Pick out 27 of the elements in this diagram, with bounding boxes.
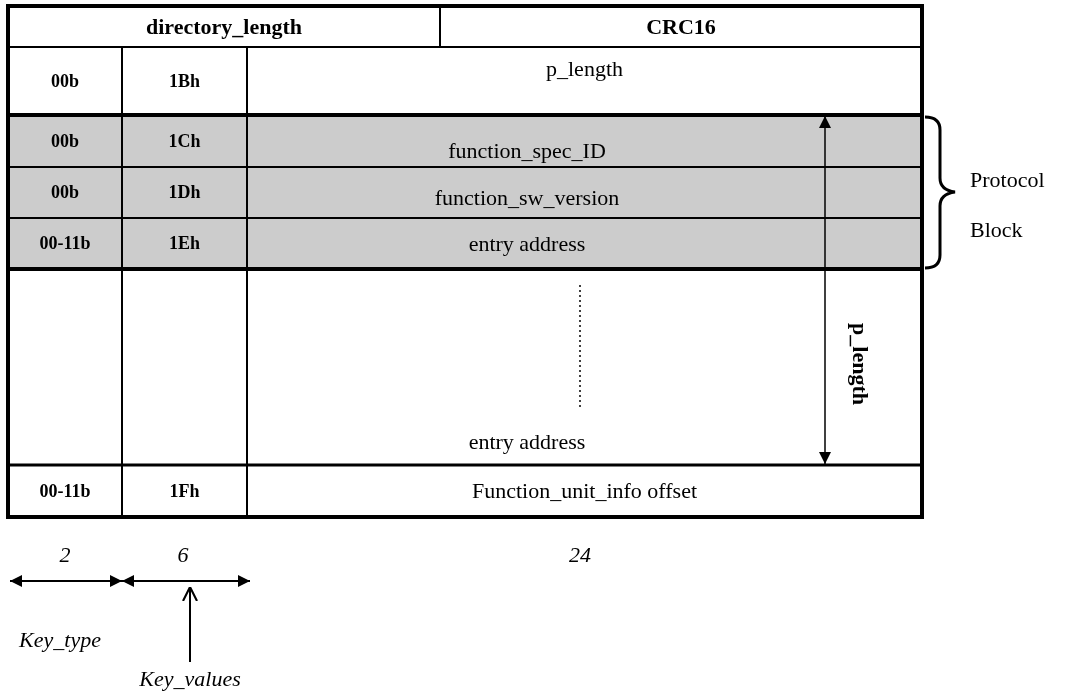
bit-field-label: Key_type <box>18 626 102 654</box>
key-value: 1Eh <box>168 232 201 255</box>
bit-field-label: Key_values <box>115 662 265 696</box>
key-value: 1Bh <box>168 69 201 93</box>
key-type-value: 00-11b <box>38 479 92 503</box>
dimension-label: 2 <box>58 541 72 569</box>
field-name: function_sw_version <box>433 183 621 212</box>
key-value: 1Fh <box>168 479 201 503</box>
dimension-line <box>121 575 251 587</box>
field-name: function_spec_ID <box>447 137 607 165</box>
brace-label: Protocol Block <box>970 166 1046 244</box>
field-name: Function_unit_info offset <box>470 477 699 505</box>
key-type-value: 00b <box>50 129 80 153</box>
column-header: directory_length <box>145 12 303 41</box>
column-header: CRC16 <box>645 12 717 41</box>
key-type-value: 00-11b <box>38 232 92 255</box>
key-value: 1Dh <box>167 181 202 204</box>
dimension-label: p_length <box>847 322 874 407</box>
field-name: p_length <box>545 55 624 83</box>
dimension-label: 24 <box>568 541 592 569</box>
dimension-label: 6 <box>176 541 190 569</box>
leader-arrow <box>181 585 199 663</box>
key-type-value: 00b <box>50 181 80 204</box>
key-type-value: 00b <box>50 69 80 93</box>
field-name: entry address <box>467 428 587 456</box>
field-name: entry address <box>467 230 587 258</box>
key-value: 1Ch <box>167 129 202 153</box>
